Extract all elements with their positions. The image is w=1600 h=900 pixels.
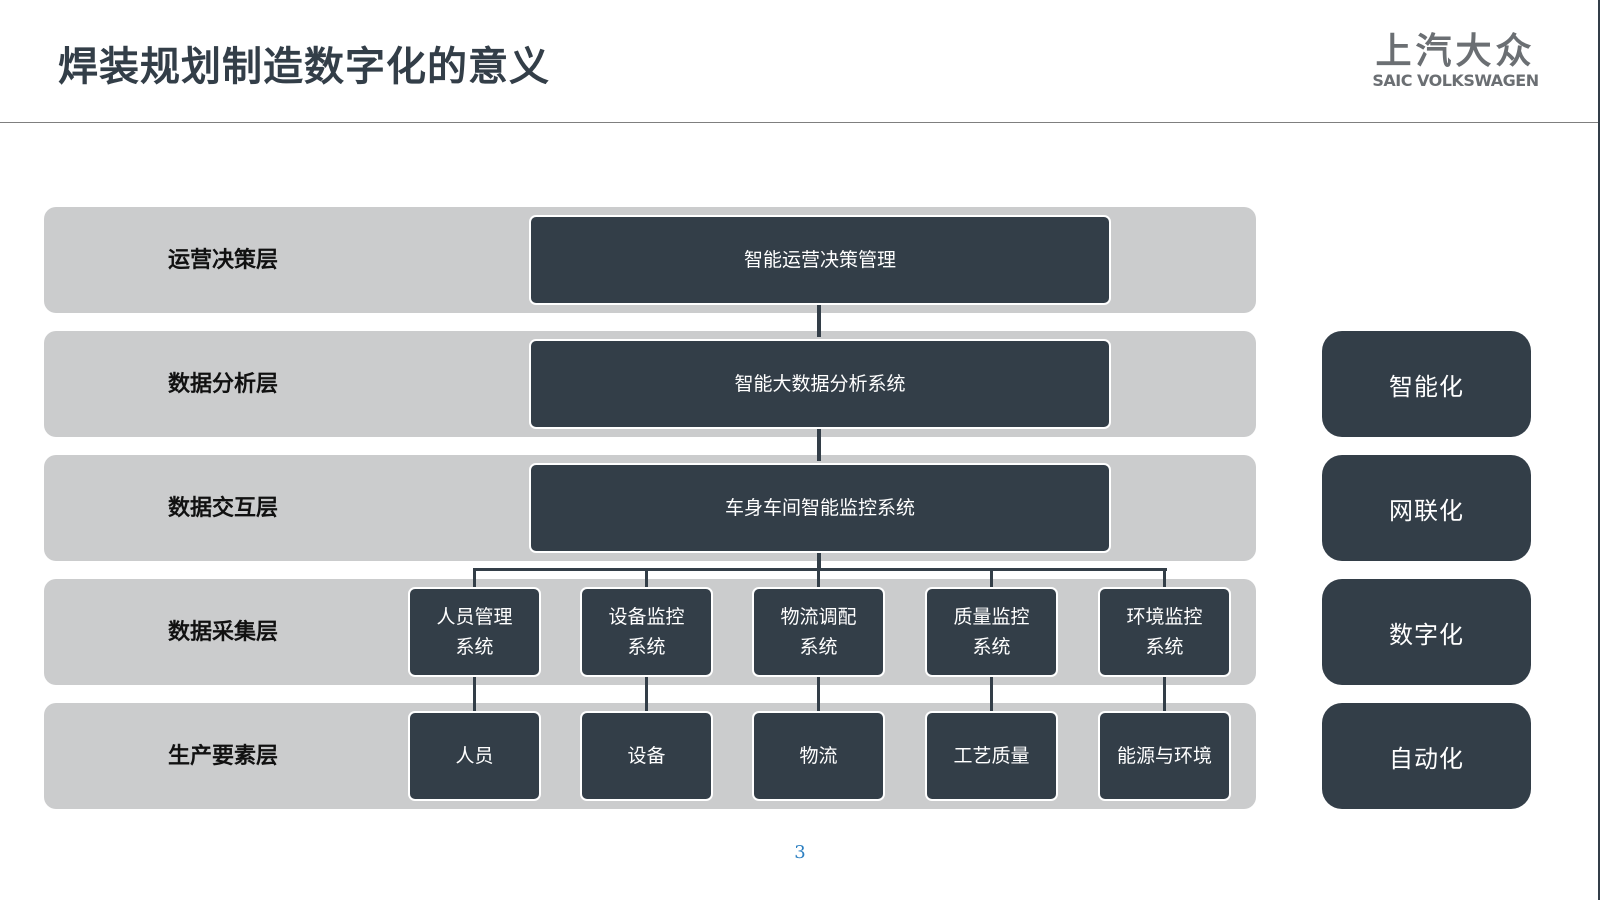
connector-line: [817, 568, 820, 589]
box-process-quality: 工艺质量: [925, 711, 1058, 801]
box-energy-environment: 能源与环境: [1098, 711, 1231, 801]
connector-line: [817, 553, 821, 570]
connector-line: [817, 677, 820, 713]
logo-english-text: SAIC VOLKSWAGEN: [1372, 71, 1539, 90]
connector-line: [990, 677, 993, 713]
page-title: 焊装规划制造数字化的意义: [58, 43, 550, 90]
side-label-automated: 自动化: [1322, 703, 1531, 809]
connector-line: [990, 568, 993, 589]
connector-line: [645, 568, 648, 589]
saic-volkswagen-logo: 上汽大众 SAIC VOLKSWAGEN: [1368, 32, 1543, 90]
page-number: 3: [794, 842, 806, 863]
box-logistics-dispatch-system: 物流调配 系统: [752, 587, 885, 677]
side-label-networked: 网联化: [1322, 455, 1531, 561]
box-equipment: 设备: [580, 711, 713, 801]
box-big-data-analysis: 智能大数据分析系统: [529, 339, 1111, 429]
layer-label-analysis: 数据分析层: [168, 371, 279, 397]
side-label-intelligent: 智能化: [1322, 331, 1531, 437]
box-intelligent-operations-decision: 智能运营决策管理: [529, 215, 1111, 305]
connector-line: [817, 429, 821, 461]
connector-bus: [473, 568, 1167, 571]
box-body-shop-monitoring: 车身车间智能监控系统: [529, 463, 1111, 553]
connector-line: [473, 568, 476, 589]
box-personnel-management-system: 人员管理 系统: [408, 587, 541, 677]
box-personnel: 人员: [408, 711, 541, 801]
side-label-digitized: 数字化: [1322, 579, 1531, 685]
connector-line: [1163, 568, 1166, 589]
logo-chinese-text: 上汽大众: [1375, 31, 1536, 72]
layer-label-interaction: 数据交互层: [168, 495, 279, 521]
connector-line: [817, 305, 821, 337]
connector-line: [473, 677, 476, 713]
box-logistics: 物流: [752, 711, 885, 801]
connector-line: [1163, 677, 1166, 713]
layer-label-collection: 数据采集层: [168, 619, 279, 645]
header-divider: [0, 122, 1600, 123]
box-environment-monitoring-system: 环境监控 系统: [1098, 587, 1231, 677]
box-equipment-monitoring-system: 设备监控 系统: [580, 587, 713, 677]
layer-label-operations: 运营决策层: [168, 247, 279, 273]
layer-label-production: 生产要素层: [168, 743, 279, 769]
connector-line: [645, 677, 648, 713]
box-quality-monitoring-system: 质量监控 系统: [925, 587, 1058, 677]
right-edge-strip: [1598, 0, 1600, 900]
